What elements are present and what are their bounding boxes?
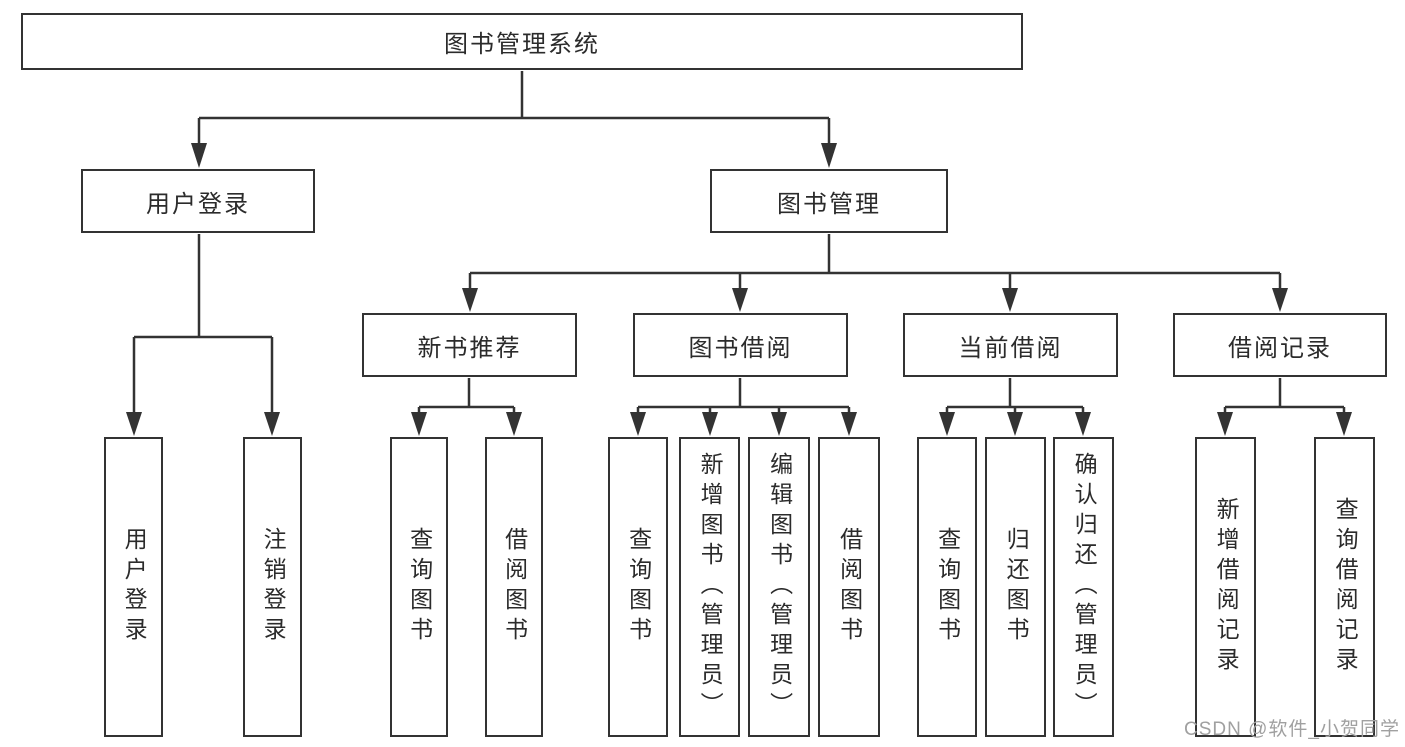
node-label: 查询图书 — [625, 527, 652, 647]
node-label: 借阅记录 — [1228, 334, 1332, 362]
csdn-watermark: CSDN @软件_小贺同学 — [1184, 719, 1400, 740]
node-borrowing-edit-books-admin: 编辑图书（管理员） — [748, 437, 810, 737]
node-label: 图书借阅 — [688, 334, 793, 362]
node-current-confirm-return-admin: 确认归还（管理员） — [1053, 437, 1114, 737]
node-new-book-recommend: 新书推荐 — [362, 313, 577, 377]
node-label: 用户登录 — [146, 190, 250, 218]
node-label: 确认归还（管理员） — [1071, 452, 1098, 722]
node-user-login: 用户登录 — [104, 437, 163, 737]
node-label: 查询图书 — [934, 527, 961, 647]
node-label: 用户登录 — [121, 527, 148, 647]
node-records-add-record: 新增借阅记录 — [1195, 437, 1256, 737]
node-label: 查询借阅记录 — [1332, 497, 1359, 677]
node-label: 借阅图书 — [501, 527, 528, 647]
node-records-query-record: 查询借阅记录 — [1314, 437, 1375, 737]
node-label: 新书推荐 — [417, 334, 522, 362]
node-borrowing-add-books-admin: 新增图书（管理员） — [679, 437, 740, 737]
node-label: 新增图书（管理员） — [697, 452, 724, 722]
node-borrowing-borrow-books: 借阅图书 — [818, 437, 880, 737]
node-current-return-books: 归还图书 — [985, 437, 1046, 737]
node-label: 当前借阅 — [958, 334, 1063, 362]
node-label: 图书管理系统 — [444, 31, 600, 58]
node-label: 查询图书 — [406, 527, 433, 647]
node-current-query-books: 查询图书 — [917, 437, 977, 737]
node-user-login-module: 用户登录 — [81, 169, 315, 233]
node-borrowing-records: 借阅记录 — [1173, 313, 1387, 377]
node-library-system: 图书管理系统 — [21, 13, 1023, 70]
node-recommend-borrow-books: 借阅图书 — [485, 437, 543, 737]
node-recommend-query-books: 查询图书 — [390, 437, 448, 737]
node-label: 编辑图书（管理员） — [766, 452, 793, 722]
node-label: 借阅图书 — [836, 527, 863, 647]
node-book-management-module: 图书管理 — [710, 169, 948, 233]
node-label: 新增借阅记录 — [1213, 497, 1240, 677]
node-current-borrowing: 当前借阅 — [903, 313, 1118, 377]
node-book-borrowing: 图书借阅 — [633, 313, 848, 377]
node-borrowing-query-books: 查询图书 — [608, 437, 668, 737]
node-label: 图书管理 — [777, 190, 881, 218]
node-label: 注销登录 — [260, 527, 287, 647]
node-logout: 注销登录 — [243, 437, 302, 737]
node-label: 归还图书 — [1003, 527, 1030, 647]
